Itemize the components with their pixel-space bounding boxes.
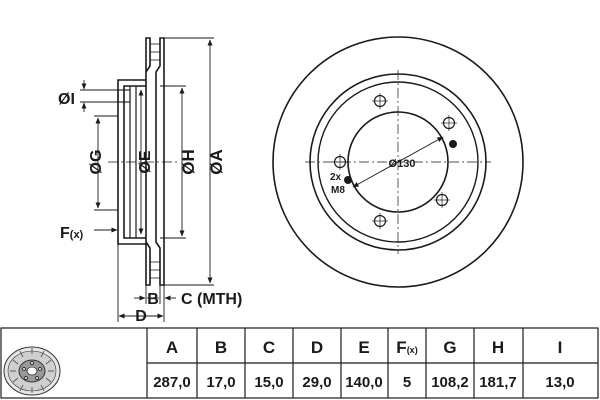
label-h: ØH [179, 149, 198, 175]
side-section-view [108, 37, 178, 286]
outer-friction-plate [145, 37, 151, 286]
value-f: 5 [403, 374, 411, 391]
value-h: 181,7 [479, 374, 517, 391]
bolt-hole [372, 213, 388, 229]
header-b: B [215, 338, 227, 357]
value-b: 17,0 [206, 374, 235, 391]
value-a: 287,0 [153, 374, 191, 391]
bolt-holes [332, 93, 457, 229]
inner-friction-plate [155, 37, 165, 286]
header-a: A [166, 338, 178, 357]
header-d: D [311, 338, 323, 357]
header-e: E [358, 338, 369, 357]
header-g: G [443, 338, 456, 357]
cooling-vanes [150, 43, 160, 279]
pcd-label: Ø130 [389, 158, 416, 170]
disc-thumbnail [3, 346, 61, 396]
label-b: B [147, 291, 159, 308]
thread-count-label: 2x [330, 172, 342, 183]
value-i: 13,0 [545, 374, 574, 391]
value-g: 108,2 [431, 374, 469, 391]
threaded-hole [344, 176, 352, 184]
label-f: F(x) [60, 225, 84, 242]
label-e: ØE [137, 150, 154, 173]
label-i: ØI [58, 91, 75, 108]
header-i: I [558, 338, 563, 357]
header-c: C [263, 338, 275, 357]
side-dimensions [80, 37, 214, 322]
value-c: 15,0 [254, 374, 283, 391]
bolt-hole [441, 115, 457, 131]
bolt-hole [434, 192, 450, 208]
value-d: 29,0 [302, 374, 331, 391]
thread-size-label: M8 [331, 185, 345, 196]
label-a: ØA [207, 149, 226, 175]
value-e: 140,0 [345, 374, 383, 391]
brake-disc-drawing: ØA ØH ØE ØG ØI F(x) B C (MTH) D Ø130 2x … [58, 36, 524, 325]
label-g: ØG [88, 150, 105, 175]
threaded-holes [344, 140, 457, 184]
front-view [272, 36, 524, 288]
label-c: C (MTH) [181, 291, 242, 308]
header-f: F(x) [396, 338, 417, 357]
header-h: H [492, 338, 504, 357]
bolt-hole [372, 93, 388, 109]
label-d: D [135, 308, 147, 325]
bolt-hole [332, 154, 348, 170]
threaded-hole [449, 140, 457, 148]
spec-table: A B C D E F(x) G H I 287,0 17,0 15,0 29,… [0, 327, 599, 399]
disc-outer-edge [272, 36, 524, 288]
